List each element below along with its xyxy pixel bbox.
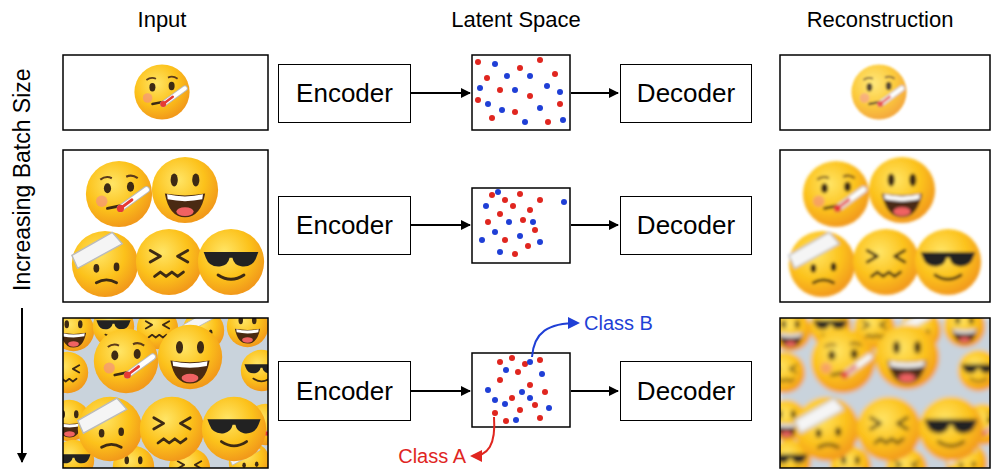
image-frame [780, 318, 990, 468]
column-heading: Reconstruction [807, 8, 954, 32]
box-label: Decoder [637, 78, 735, 109]
latent-box [472, 55, 570, 130]
image-frame [780, 55, 990, 130]
box-label: Encoder [296, 78, 393, 109]
encoder-box: Encoder [278, 64, 411, 123]
image-frame [63, 55, 268, 130]
encoder-box: Encoder [278, 196, 411, 255]
image-frame [63, 318, 268, 468]
box-label: Encoder [296, 210, 393, 241]
class-leader [532, 323, 578, 357]
box-label: Decoder [637, 210, 735, 241]
decoder-box: Decoder [620, 196, 752, 255]
input-image [134, 64, 189, 119]
decoder-box: Decoder [620, 361, 752, 421]
input-image [47, 306, 286, 470]
batch-size-arrow [21, 308, 23, 462]
flow-arrows [411, 93, 618, 391]
box-label: Decoder [637, 376, 735, 407]
column-heading: Latent Space [451, 8, 581, 32]
latent-points-a [475, 57, 563, 424]
class-leader [472, 417, 494, 456]
latent-box [472, 188, 570, 263]
encoder-box: Encoder [278, 361, 411, 421]
latent-points-b [477, 61, 567, 423]
reconstruction-image [789, 157, 981, 297]
decoder-box: Decoder [620, 64, 752, 123]
column-heading: Input [138, 8, 187, 32]
latent-box [472, 353, 570, 427]
input-image [72, 157, 264, 297]
box-label: Encoder [296, 376, 393, 407]
class-label: Class B [584, 312, 653, 334]
axis-label: Increasing Batch Size [9, 69, 34, 291]
reconstruction-image [764, 306, 997, 470]
class-label: Class A [398, 445, 466, 467]
image-frame [780, 150, 990, 302]
reconstruction-image [851, 64, 906, 119]
image-frame [63, 150, 268, 302]
